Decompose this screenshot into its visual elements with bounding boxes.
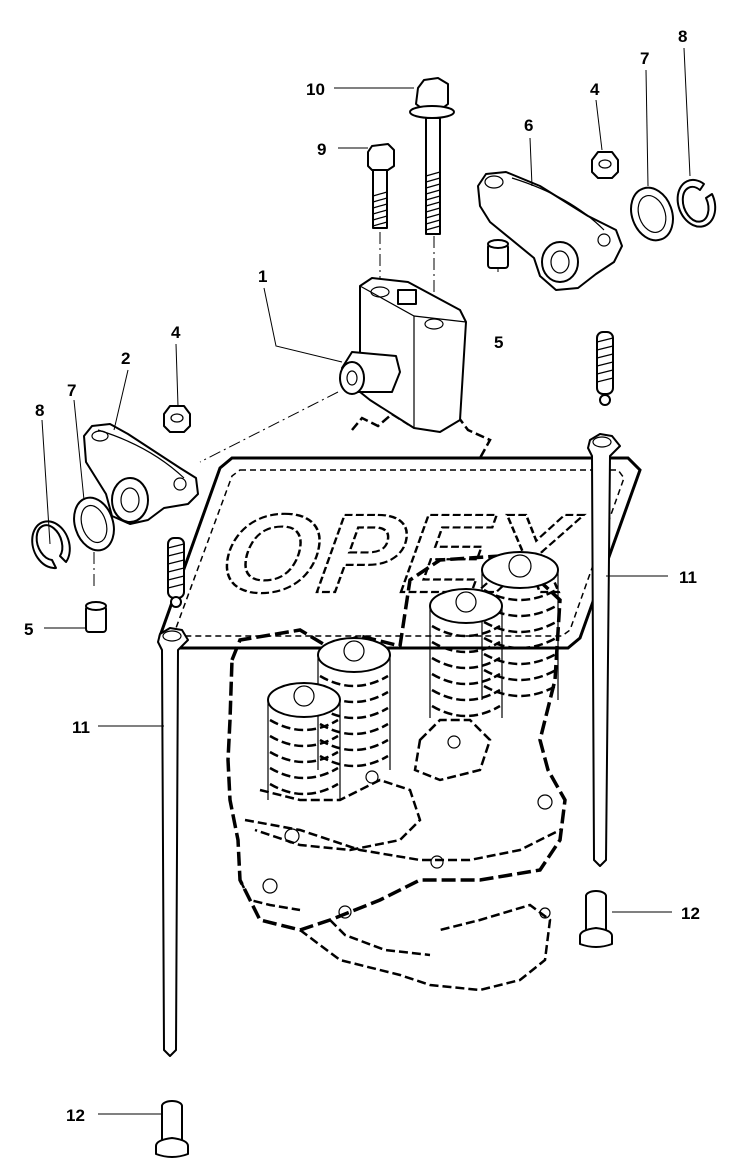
callout-7-top: 7: [640, 49, 649, 68]
callout-10: 10: [306, 80, 325, 99]
callout-7-left: 7: [67, 381, 76, 400]
cylinder-head: [226, 554, 567, 992]
callout-1: 1: [258, 267, 267, 286]
push-rod-right: [587, 433, 621, 867]
valve-springs: [267, 551, 559, 800]
washer-left: [73, 496, 115, 552]
long-bolt: [409, 77, 455, 235]
leader-lines: [41, 47, 691, 1115]
callout-4-left: 4: [171, 323, 181, 342]
tappet-left: [155, 1100, 189, 1158]
adjusting-screw-right: [596, 331, 614, 406]
callout-8-top: 8: [678, 27, 687, 46]
callout-labels: 10 9 6 4 7 8 1 5 2 4 7 8 5 11 11 12 12: [24, 27, 700, 1125]
callout-12-left: 12: [66, 1106, 85, 1125]
callout-4-top: 4: [590, 80, 600, 99]
pin-right: [487, 239, 509, 269]
rocker-arm-right: [477, 171, 623, 291]
callout-11-right: 11: [679, 568, 697, 587]
nut-right: [591, 151, 619, 179]
tappet-right: [579, 890, 613, 948]
alignment-lines: [93, 222, 601, 590]
callout-5-top: 5: [494, 333, 503, 352]
callout-9: 9: [317, 140, 326, 159]
callout-11-left: 11: [72, 718, 90, 737]
rocker-arm-left: [83, 423, 199, 525]
callout-6: 6: [524, 116, 533, 135]
opex-watermark: OPEX: [158, 412, 642, 650]
washer-right: [630, 186, 674, 242]
callout-2: 2: [121, 349, 130, 368]
callout-12-right: 12: [681, 904, 700, 923]
push-rod-left: [157, 627, 189, 1057]
circlip-right: [676, 178, 717, 228]
rocker-support: [339, 277, 467, 433]
nut-left: [163, 405, 191, 433]
pin-left: [85, 601, 107, 633]
callout-8-left: 8: [35, 401, 44, 420]
short-bolt: [367, 143, 395, 229]
circlip-left: [31, 520, 71, 570]
adjusting-screw-left: [167, 537, 185, 608]
callout-5-left: 5: [24, 620, 33, 639]
